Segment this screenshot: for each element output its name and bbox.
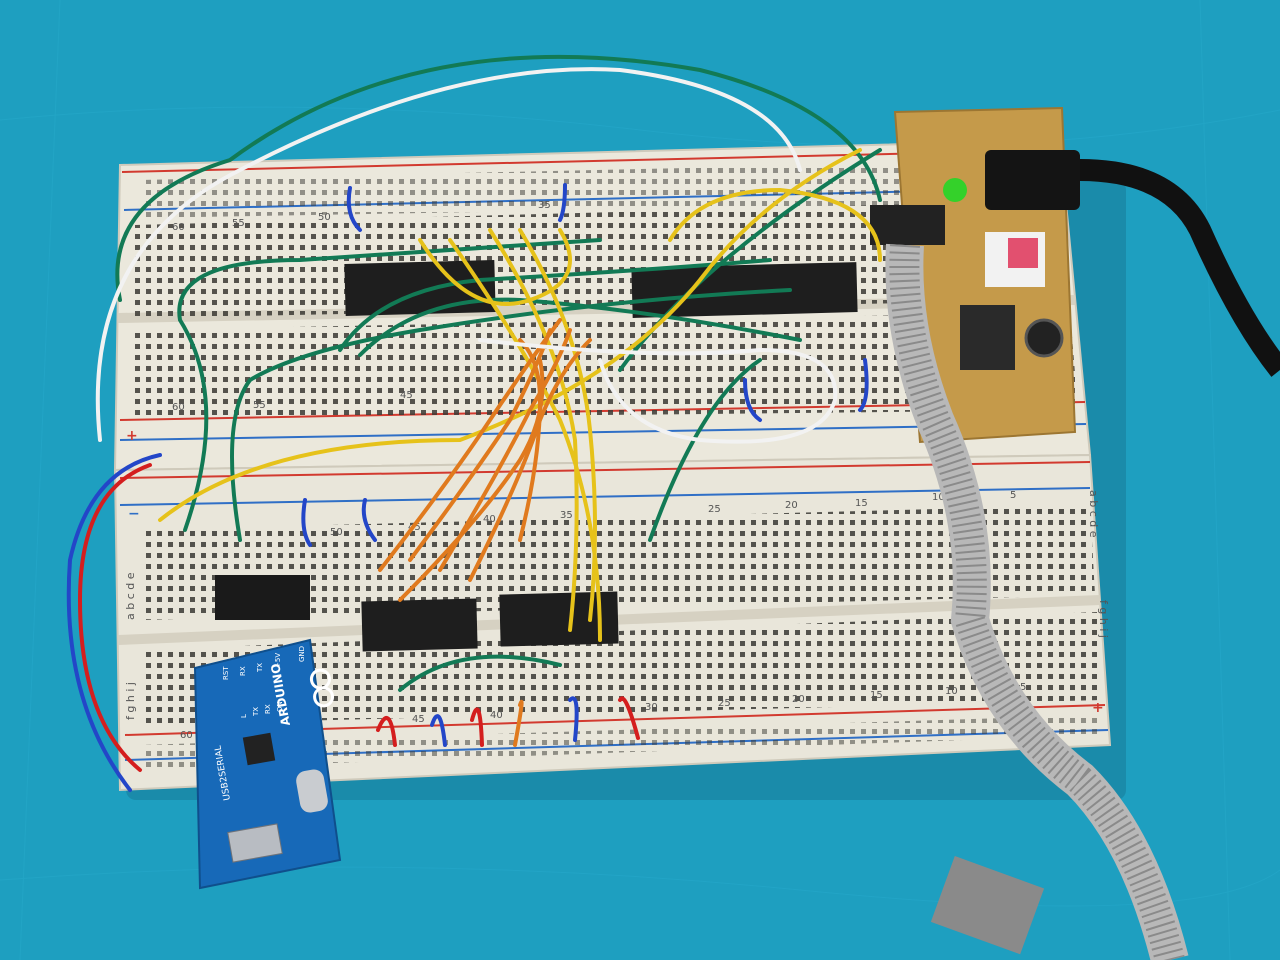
row-letters-left-f: f g h i j (124, 682, 137, 720)
rail-plus-sign: + (1092, 700, 1104, 716)
col-num: 45 (400, 390, 413, 401)
led-label: ON (276, 701, 284, 712)
col-num: 30 (645, 702, 658, 713)
col-num: 40 (490, 710, 503, 721)
crystal-icon (296, 769, 328, 813)
row-letters-right-a: a b c d e (1087, 490, 1100, 538)
row-letters-left-a: a b c d e (124, 572, 137, 620)
adapter-pin-labels: +5V TX RX RST GND (222, 646, 306, 680)
pin-label: +5V (274, 653, 282, 668)
col-num: 5 (1020, 682, 1026, 693)
pin-label: TX (256, 663, 264, 673)
col-num: 35 (538, 200, 551, 211)
breadboard: 60 55 50 35 60 55 45 50 45 40 35 25 20 1… (113, 138, 1112, 792)
col-num: 20 (785, 500, 798, 511)
ribbon-cable-stripes (889, 244, 1185, 960)
col-num: 50 (318, 212, 331, 223)
capacitor (1024, 318, 1064, 358)
power-cable (1079, 159, 1280, 377)
usb-port-icon (227, 823, 283, 863)
col-num: 60 (180, 730, 193, 741)
col-num: 55 (232, 218, 245, 229)
chip-icon (242, 732, 276, 766)
rail-plus-sign: + (126, 428, 138, 444)
regulator (960, 305, 1015, 370)
col-num: 25 (708, 504, 721, 515)
ic-chip-2 (631, 262, 858, 318)
col-num: 45 (412, 714, 425, 725)
col-num: 5 (1010, 490, 1016, 501)
ic-chip-1 (344, 260, 496, 316)
led-label: L (240, 714, 248, 718)
isp-header (870, 205, 945, 245)
col-num: 50 (330, 527, 343, 538)
col-num: 20 (792, 694, 805, 705)
row-letters-right-f: f g h i j (1097, 600, 1110, 638)
ic-chip-4 (499, 591, 619, 647)
ribbon-connector (930, 856, 1045, 955)
col-num: 55 (253, 400, 266, 411)
rail-signs: + − + (126, 428, 1104, 716)
led-icon (943, 178, 967, 202)
dc-jack-icon (985, 150, 1080, 210)
rail-minus-sign: − (128, 506, 140, 522)
col-num: 15 (855, 498, 868, 509)
jumper-wires (66, 54, 882, 792)
arduino-logo-icon (309, 668, 335, 708)
pin-label: GND (298, 646, 306, 662)
pin-label: RST (222, 666, 230, 680)
col-num: 10 (932, 492, 945, 503)
col-num: 60 (172, 402, 185, 413)
col-num: 40 (483, 514, 496, 525)
pin-label: RX (239, 666, 247, 676)
adapter-led-labels: ON RX TX L (240, 701, 284, 718)
led-label: RX (264, 704, 272, 714)
column-numbers: 60 55 50 35 60 55 45 50 45 40 35 25 20 1… (172, 200, 1026, 741)
ic-chip-3 (361, 598, 478, 652)
row-letters: a b c d e f g h i j a b c d e f g h i j (124, 490, 1110, 720)
col-num: 15 (870, 690, 883, 701)
arduino-usb2serial-adapter: ARDUINO USB2SERIAL +5V TX RX RST GND ON … (193, 638, 342, 890)
header-pins (215, 575, 310, 620)
col-num: 10 (945, 686, 958, 697)
col-num: 35 (560, 510, 573, 521)
col-num: 60 (172, 222, 185, 233)
col-num: 25 (718, 698, 731, 709)
led-label: TX (252, 707, 260, 717)
switch-knob (1008, 238, 1038, 268)
power-supply-pcb (870, 106, 1280, 444)
